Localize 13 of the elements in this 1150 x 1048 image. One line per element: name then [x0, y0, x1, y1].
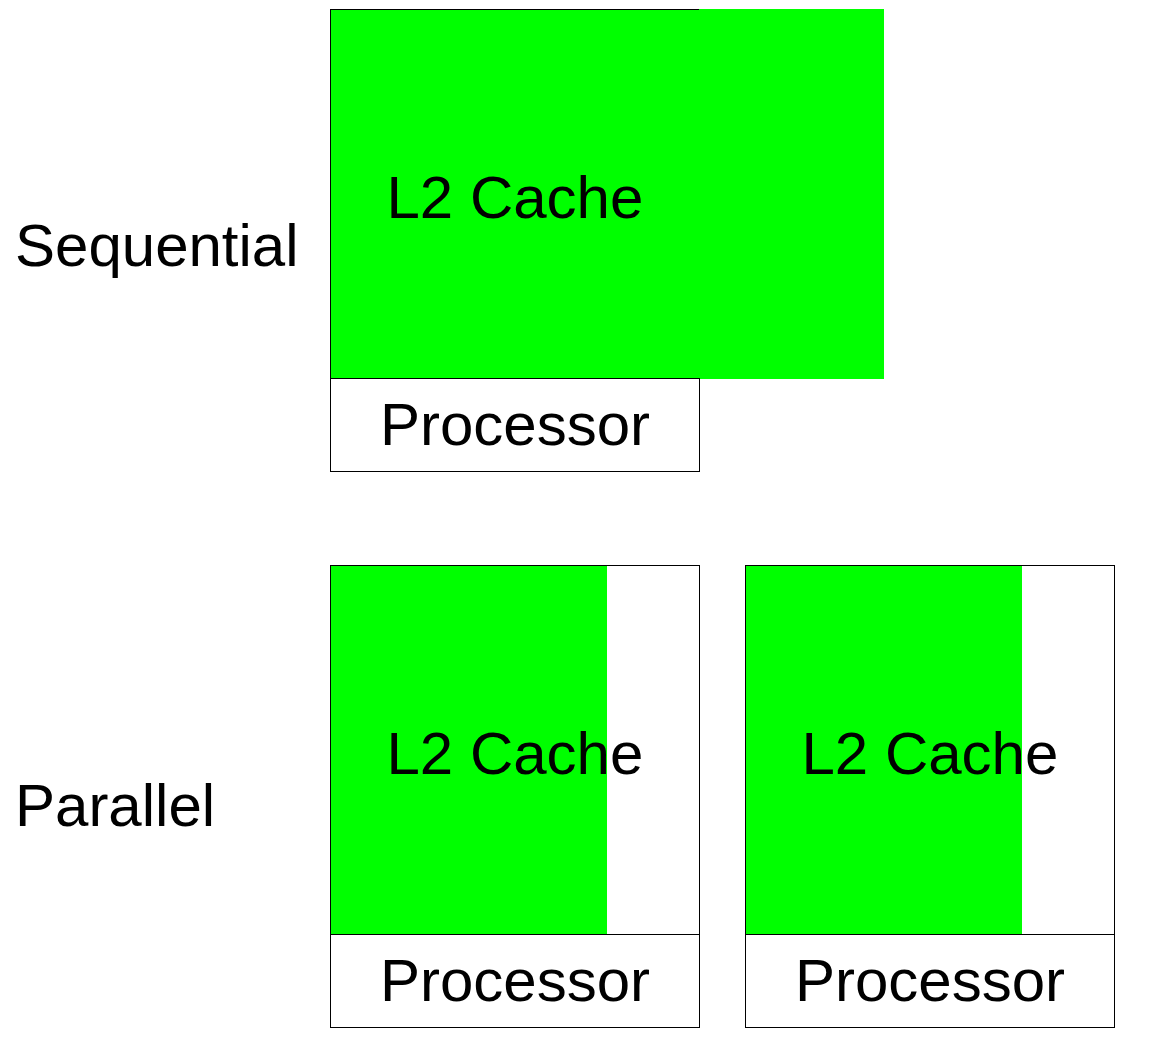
row-label: Sequential	[15, 216, 299, 276]
cache-box	[745, 565, 1115, 935]
processor-label: Processor	[795, 951, 1066, 1011]
processor-label: Processor	[380, 951, 651, 1011]
cache-box	[330, 9, 700, 379]
processor-box	[745, 934, 1115, 1028]
processor-box	[330, 934, 700, 1028]
row-label: Parallel	[15, 776, 216, 836]
processor-box	[330, 378, 700, 472]
cache-label: L2 Cache	[386, 168, 644, 228]
overflow-bar	[699, 9, 884, 379]
cache-box	[330, 565, 700, 935]
processor-label: Processor	[380, 395, 651, 455]
